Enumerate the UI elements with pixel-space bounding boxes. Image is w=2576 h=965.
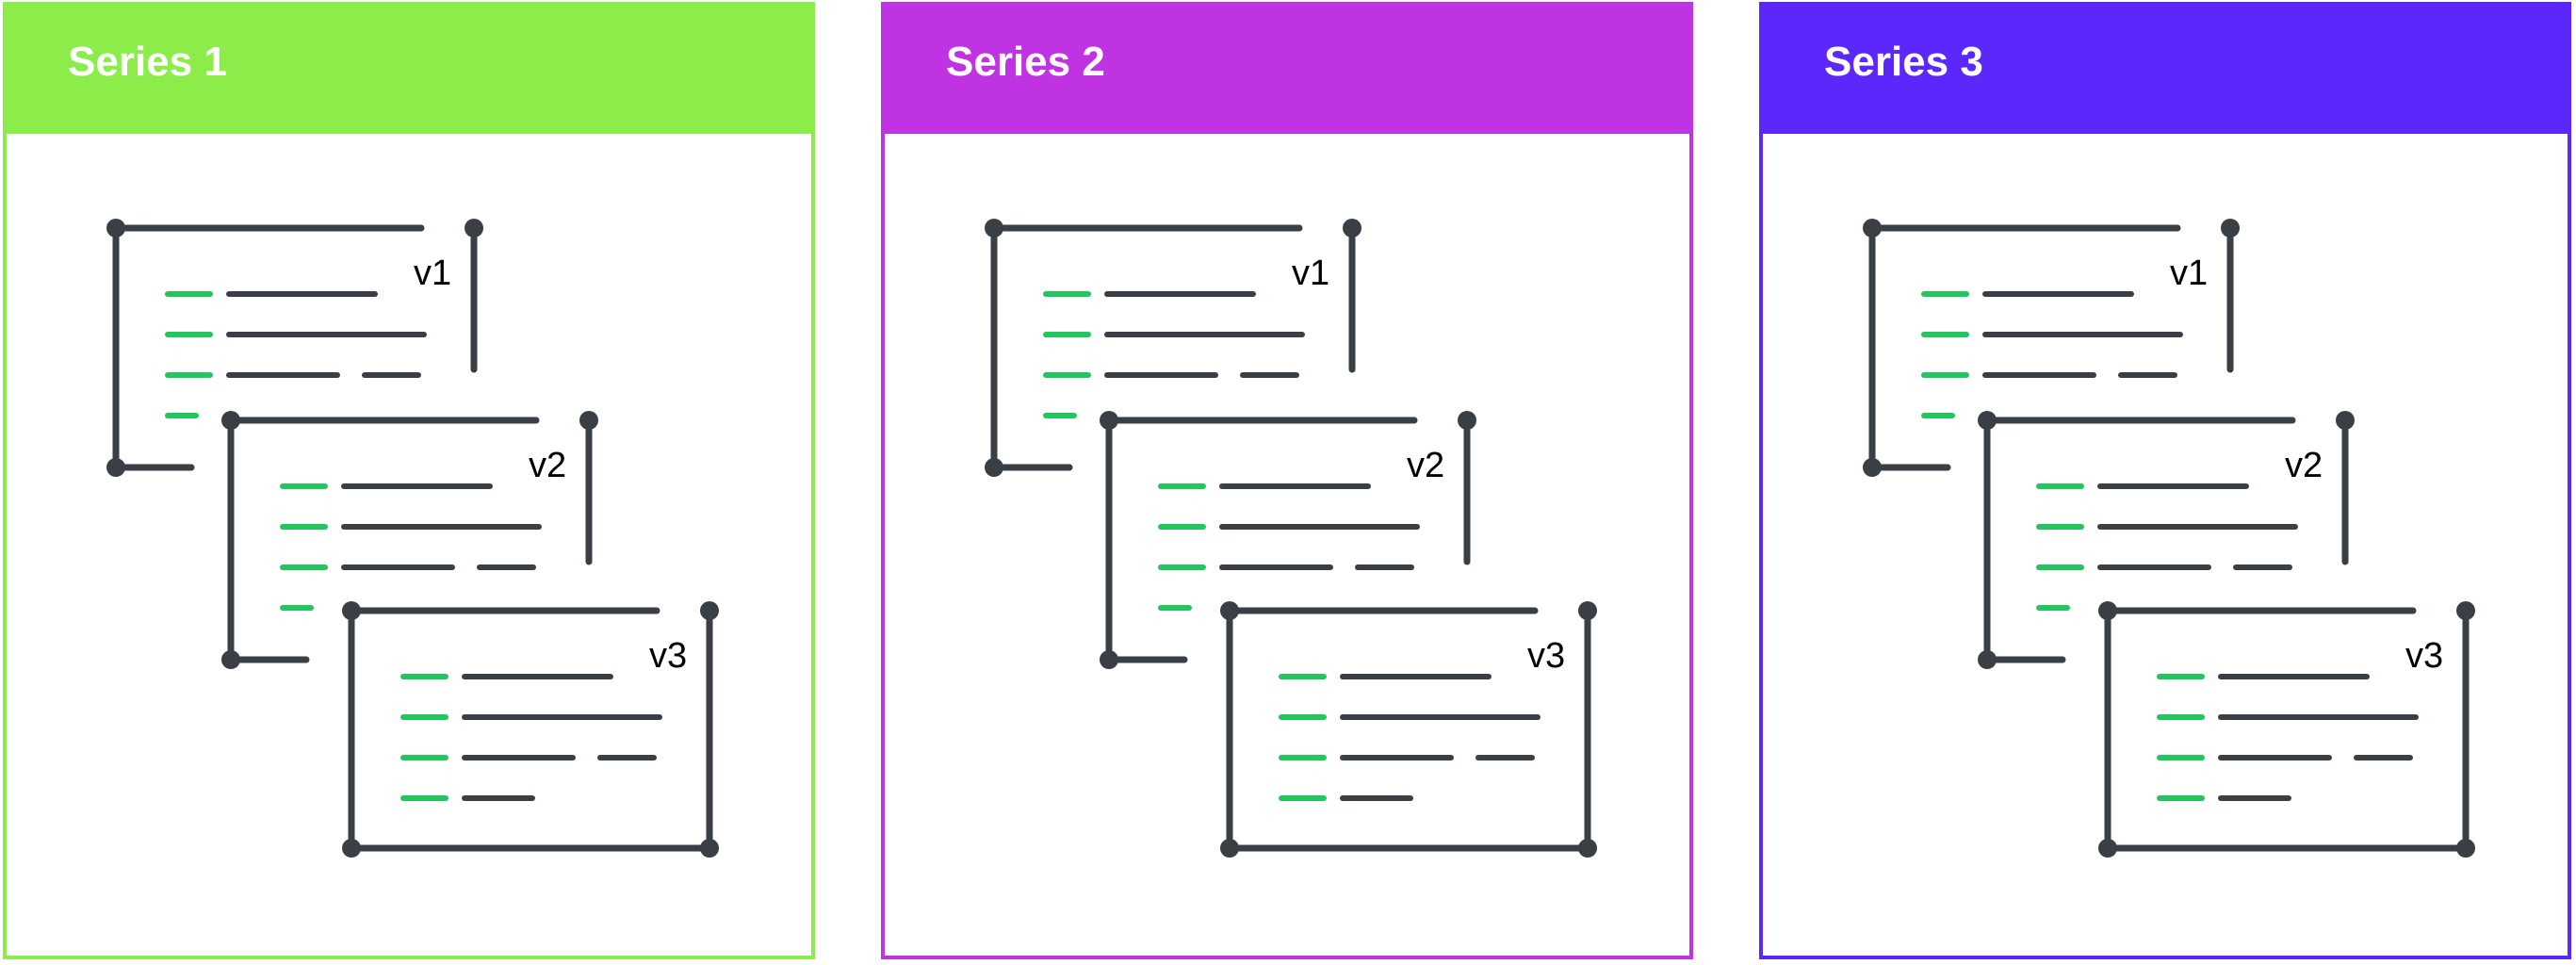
corner-dot bbox=[1978, 650, 1997, 669]
document-version-1: v1 bbox=[1863, 219, 2240, 477]
document-stack-illustration: v1 v2 v3 bbox=[106, 219, 719, 858]
version-label: v2 bbox=[2285, 446, 2323, 485]
corner-dot bbox=[221, 411, 240, 430]
corner-dot bbox=[106, 219, 125, 237]
corner-dot bbox=[579, 411, 598, 430]
corner-dot bbox=[1458, 411, 1476, 430]
corner-dot bbox=[1578, 601, 1597, 620]
corner-dot bbox=[2456, 601, 2475, 620]
series-panel-2: Series 2 v1 v2 v3 bbox=[881, 2, 1693, 959]
document-version-1: v1 bbox=[985, 219, 1361, 477]
document-stack-illustration: v1 v2 v3 bbox=[1863, 219, 2475, 858]
document-version-1: v1 bbox=[106, 219, 483, 477]
version-label: v1 bbox=[1292, 254, 1329, 293]
document-version-3: v3 bbox=[1220, 601, 1597, 858]
version-label: v1 bbox=[414, 254, 451, 293]
corner-dot bbox=[342, 601, 361, 620]
corner-dot bbox=[2221, 219, 2240, 237]
version-label: v3 bbox=[1527, 636, 1565, 676]
corner-dot bbox=[700, 601, 719, 620]
corner-dot bbox=[342, 839, 361, 858]
version-label: v1 bbox=[2170, 254, 2208, 293]
corner-dot bbox=[2456, 839, 2475, 858]
corner-dot bbox=[1100, 411, 1118, 430]
corner-dot bbox=[1100, 650, 1118, 669]
corner-dot bbox=[1220, 839, 1239, 858]
document-version-3: v3 bbox=[342, 601, 719, 858]
corner-dot bbox=[985, 458, 1003, 477]
corner-dot bbox=[1978, 411, 1997, 430]
series-panel-1: Series 1 v1 v2 v3 bbox=[3, 2, 815, 959]
series-panel-header: Series 2 bbox=[885, 6, 1689, 134]
corner-dot bbox=[2336, 411, 2355, 430]
corner-dot bbox=[1863, 219, 1882, 237]
corner-dot bbox=[465, 219, 483, 237]
corner-dot bbox=[1863, 458, 1882, 477]
series-panel-3: Series 3 v1 v2 v3 bbox=[1759, 2, 2571, 959]
document-version-2: v2 bbox=[221, 411, 598, 669]
document-version-2: v2 bbox=[1100, 411, 1476, 669]
corner-dot bbox=[700, 839, 719, 858]
series-title: Series 1 bbox=[68, 39, 227, 85]
series-panel-header: Series 3 bbox=[1763, 6, 2568, 134]
document-version-2: v2 bbox=[1978, 411, 2355, 669]
version-label: v2 bbox=[529, 446, 566, 485]
corner-dot bbox=[106, 458, 125, 477]
corner-dot bbox=[2098, 601, 2117, 620]
corner-dot bbox=[1220, 601, 1239, 620]
corner-dot bbox=[2098, 839, 2117, 858]
version-label: v2 bbox=[1407, 446, 1444, 485]
series-title: Series 2 bbox=[946, 39, 1105, 85]
corner-dot bbox=[221, 650, 240, 669]
document-version-3: v3 bbox=[2098, 601, 2475, 858]
document-stack-illustration: v1 v2 v3 bbox=[985, 219, 1597, 858]
version-label: v3 bbox=[649, 636, 687, 676]
series-title: Series 3 bbox=[1824, 39, 1983, 85]
corner-dot bbox=[1578, 839, 1597, 858]
corner-dot bbox=[1343, 219, 1361, 237]
corner-dot bbox=[985, 219, 1003, 237]
series-panel-header: Series 1 bbox=[7, 6, 811, 134]
version-label: v3 bbox=[2405, 636, 2443, 676]
